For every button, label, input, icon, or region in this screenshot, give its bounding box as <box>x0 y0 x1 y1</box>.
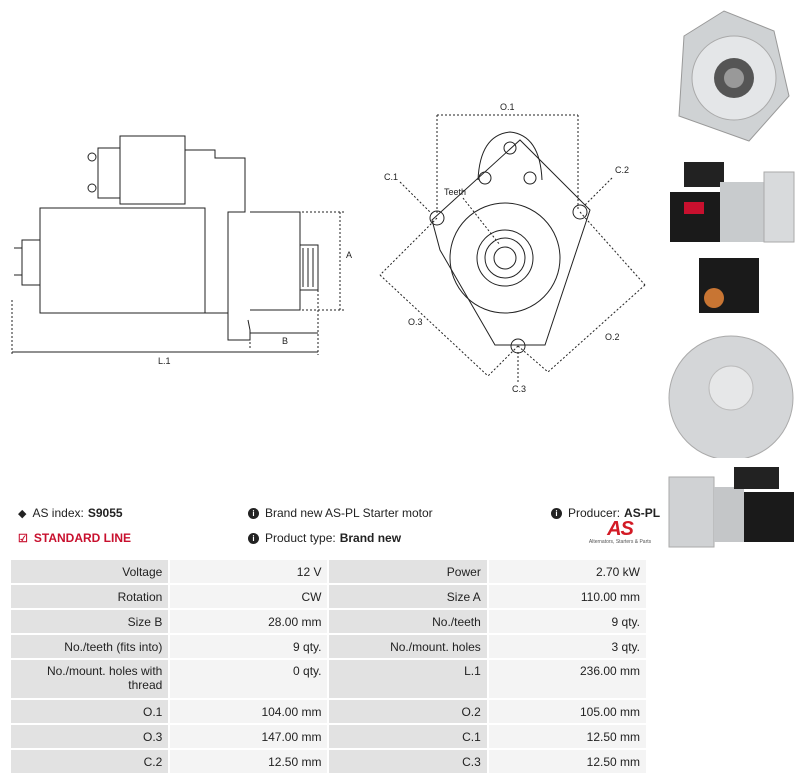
spec-value: 110.00 mm <box>488 585 646 608</box>
spec-value: 28.00 mm <box>170 610 328 633</box>
spec-value: 12.50 mm <box>488 750 646 773</box>
spec-label: C.1 <box>329 725 487 748</box>
spec-label: O.1 <box>11 700 169 723</box>
description: i Brand new AS-PL Starter motor <box>248 506 433 520</box>
info-icon: i <box>248 507 259 519</box>
as-index-value: S9055 <box>87 506 123 520</box>
spec-value: 147.00 mm <box>170 725 328 748</box>
teeth-label: Teeth <box>444 187 466 197</box>
motor-body <box>39 207 206 314</box>
dim-a-label: A <box>346 250 352 260</box>
spec-label: O.2 <box>329 700 487 723</box>
spec-label: No./teeth (fits into) <box>11 635 169 658</box>
flange-outline <box>431 139 591 346</box>
brand-logo: AS Alternators, Starters & Parts <box>588 518 652 545</box>
dim-c3-label: C.3 <box>512 384 526 394</box>
spec-label: Power <box>329 560 487 583</box>
spec-label: Size A <box>329 585 487 608</box>
as-index: ◆ AS index: S9055 <box>18 506 123 520</box>
photo-rear-view[interactable] <box>664 258 798 458</box>
pinion <box>299 244 319 291</box>
product-type: i Product type: Brand new <box>248 531 401 545</box>
spec-value: 12.50 mm <box>170 750 328 773</box>
dim-o3-label: O.3 <box>408 317 423 327</box>
spec-value: 3 qty. <box>488 635 646 658</box>
tag-icon: ◆ <box>18 507 27 520</box>
photo-side-view[interactable] <box>664 152 798 250</box>
spec-label: Voltage <box>11 560 169 583</box>
spec-value: CW <box>170 585 328 608</box>
dim-c1-label: C.1 <box>384 172 398 182</box>
producer: i Producer: AS-PL <box>551 506 660 520</box>
spec-label: No./mount. holes with thread <box>11 660 169 698</box>
standard-line: ☑ STANDARD LINE <box>18 531 131 545</box>
spec-label: Rotation <box>11 585 169 608</box>
spec-label: O.3 <box>11 725 169 748</box>
spec-label: C.2 <box>11 750 169 773</box>
spec-value: 9 qty. <box>488 610 646 633</box>
dim-c2-label: C.2 <box>615 165 629 175</box>
spec-label: Size B <box>11 610 169 633</box>
spec-value: 104.00 mm <box>170 700 328 723</box>
dim-l1-label: L.1 <box>158 356 171 366</box>
info-icon: i <box>551 507 562 519</box>
spec-label: C.3 <box>329 750 487 773</box>
dim-o2-label: O.2 <box>605 332 620 342</box>
spec-value: 105.00 mm <box>488 700 646 723</box>
spec-value: 2.70 kW <box>488 560 646 583</box>
dim-b-label: B <box>282 336 288 346</box>
photo-front-view[interactable] <box>664 6 798 146</box>
dim-o1-label: O.1 <box>500 102 515 112</box>
product-photos <box>660 0 800 560</box>
checkbox-icon: ☑ <box>18 532 28 545</box>
product-info: ◆ AS index: S9055 ☑ STANDARD LINE i Bran… <box>0 496 660 558</box>
technical-drawing: A B L.1 O.1 O.2 O.3 C.1 C.2 C.3 Teeth <box>11 102 646 394</box>
photo-angle-view[interactable] <box>664 462 798 554</box>
spec-value: 12.50 mm <box>488 725 646 748</box>
spec-label: No./teeth <box>329 610 487 633</box>
spec-value: 12 V <box>170 560 328 583</box>
info-icon: i <box>248 532 259 544</box>
solenoid <box>119 135 186 205</box>
spec-value: 0 qty. <box>170 660 328 698</box>
spec-value: 236.00 mm <box>488 660 646 698</box>
spec-label: No./mount. holes <box>329 635 487 658</box>
table-row: No./teeth (fits into)9 qty.No./mount. ho… <box>11 635 646 658</box>
spec-label: L.1 <box>329 660 487 698</box>
spec-value: 9 qty. <box>170 635 328 658</box>
